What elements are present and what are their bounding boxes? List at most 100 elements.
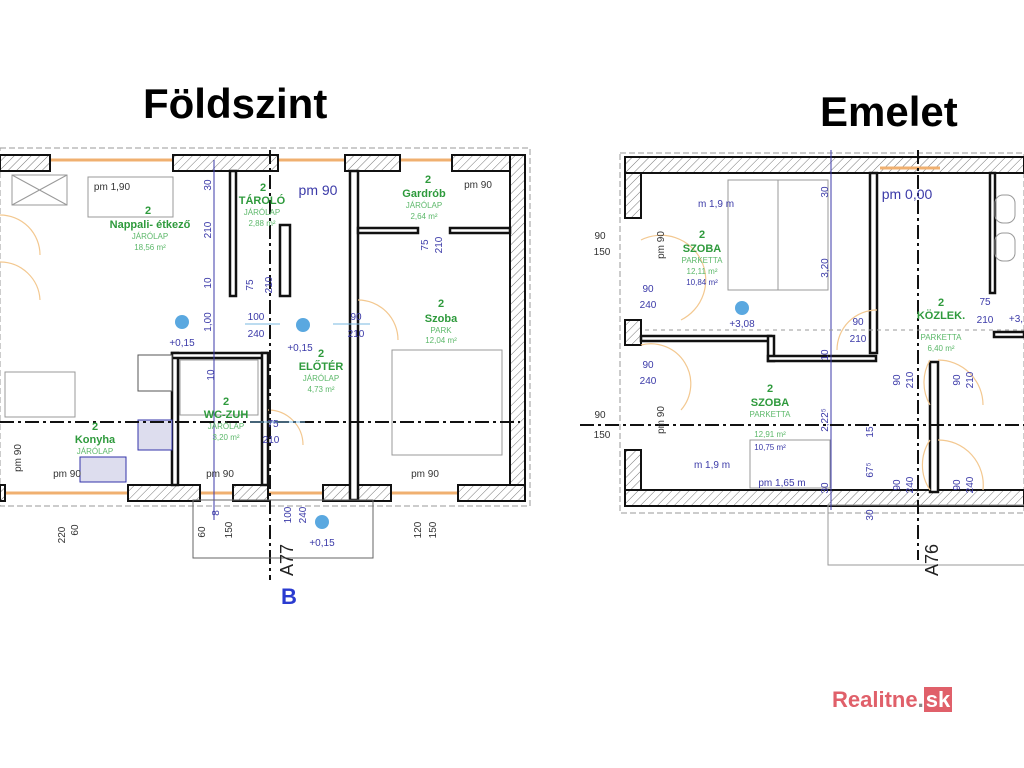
dimension: 210 xyxy=(434,236,445,253)
level-label: pm 0,00 xyxy=(882,186,933,202)
dimension: 240 xyxy=(965,476,976,493)
dimension: 240 xyxy=(248,329,265,340)
upper-floor-dimensions: m 1,9 m m 1,9 m pm 1,65 m pm 0,00 +3,08 … xyxy=(594,186,1023,576)
level-marker: +0,15 xyxy=(169,338,195,349)
logo-name: Realitne xyxy=(832,687,918,712)
room-name: Szoba xyxy=(425,313,458,325)
dimension: 75 xyxy=(420,239,431,251)
dimension: 90 xyxy=(892,374,903,386)
dimension: 150 xyxy=(428,521,439,538)
logo-tld: sk xyxy=(923,687,953,712)
axis-label: A77 xyxy=(277,544,297,576)
level-label: pm 90 xyxy=(206,469,234,480)
room-floor: JÁRÓLAP xyxy=(303,374,339,383)
dimension: 150 xyxy=(224,521,235,538)
room-floor: PARK xyxy=(430,326,452,335)
room-name: Konyha xyxy=(75,434,116,446)
room-number: 2 xyxy=(438,298,444,310)
ground-floor-room-labels: 2 Nappali- étkező JÁRÓLAP 18,56 m² 2 TÁR… xyxy=(75,174,458,456)
dimension: 90 xyxy=(594,231,606,242)
room-area: 12,11 m² xyxy=(687,267,718,276)
dimension: 10 xyxy=(206,369,217,381)
level-label: m 1,9 m xyxy=(694,460,730,471)
room-area-net: 10,75 m² xyxy=(754,443,786,452)
dimension: 90 xyxy=(952,479,963,491)
dimension: 10 xyxy=(203,277,214,289)
dimension: 75 xyxy=(267,419,279,430)
dimension: 240 xyxy=(298,506,309,523)
room-name: WC-ZUH xyxy=(204,409,249,421)
dimension: 90 xyxy=(594,410,606,421)
axis-label: A76 xyxy=(922,544,942,576)
dimension: 90 xyxy=(350,312,362,323)
room-number: 2 xyxy=(938,297,944,309)
dimension: 240 xyxy=(640,300,657,311)
dimension: 15 xyxy=(865,426,876,438)
dimension: 210 xyxy=(263,435,280,446)
level-label: pm 90 xyxy=(464,180,492,191)
dimension: 3,20 xyxy=(820,258,831,278)
room-area: 2,88 m² xyxy=(248,219,275,228)
dimension: 210 xyxy=(203,221,214,238)
room-area: 4,73 m² xyxy=(307,385,334,394)
level-label: pm 1,65 m xyxy=(758,478,805,489)
dimension: 30 xyxy=(820,186,831,198)
dimension: 60 xyxy=(197,526,208,538)
room-number: 2 xyxy=(145,205,151,217)
dimension: 210 xyxy=(905,371,916,388)
dimension: 90 xyxy=(952,374,963,386)
dimension: 8 xyxy=(211,510,222,516)
room-area: 6,40 m² xyxy=(927,344,954,353)
section-label: B xyxy=(281,584,297,609)
level-label: m 1,9 m xyxy=(698,199,734,210)
dimension: 67⁵ xyxy=(865,462,876,477)
room-name: SZOBA xyxy=(751,397,790,409)
room-floor: JÁRÓLAP xyxy=(132,232,168,241)
room-floor: PARKETTA xyxy=(681,256,723,265)
realitne-logo[interactable]: Realitne.sk xyxy=(832,687,953,713)
dimension: 100 xyxy=(283,506,294,523)
dimension: pm 90 xyxy=(656,406,667,434)
room-number: 2 xyxy=(318,348,324,360)
dimension: 75 xyxy=(245,279,256,291)
room-area: 12,04 m² xyxy=(425,336,457,345)
level-marker: +3, xyxy=(1009,314,1023,325)
room-floor: JÁRÓLAP xyxy=(244,208,280,217)
dimension: 150 xyxy=(594,430,611,441)
dimension: 60 xyxy=(70,524,81,536)
room-area: 3,20 m² xyxy=(212,433,239,442)
ground-floor-plan xyxy=(0,147,531,580)
room-name: TÁROLÓ xyxy=(239,194,286,207)
room-area: 12,91 m² xyxy=(754,430,786,439)
upper-floor-title: Emelet xyxy=(820,88,958,135)
level-label: pm 90 xyxy=(299,182,338,198)
dimension: 2,22⁵ xyxy=(820,408,831,432)
dimension: 210 xyxy=(264,276,275,293)
level-marker: +0,15 xyxy=(309,538,335,549)
ground-floor-dimensions: pm 1,90 pm 90 pm 90 pm 90 pm 90 pm 90 pm… xyxy=(13,179,492,609)
dimension: 30 xyxy=(203,179,214,191)
dimension: 90 xyxy=(852,317,864,328)
room-floor: JÁRÓLAP xyxy=(406,201,442,210)
dimension: 240 xyxy=(905,476,916,493)
dimension: 220 xyxy=(57,526,68,543)
dimension: 150 xyxy=(594,247,611,258)
room-area: 2,64 m² xyxy=(410,212,437,221)
dimension: 10 xyxy=(820,349,831,361)
logo-dot: . xyxy=(917,687,924,712)
level-label: pm 90 xyxy=(411,469,439,480)
room-number: 2 xyxy=(92,421,98,433)
dimension: 120 xyxy=(413,521,424,538)
level-label: pm 90 xyxy=(53,469,81,480)
room-name: Nappali- étkező xyxy=(110,219,191,231)
dimension: 210 xyxy=(977,315,994,326)
dimension: 210 xyxy=(965,371,976,388)
room-area-net: 10,84 m² xyxy=(686,278,718,287)
room-number: 2 xyxy=(425,174,431,186)
dimension: 1,00 xyxy=(203,312,214,332)
dimension: 210 xyxy=(850,334,867,345)
upper-floor-room-labels: 2 SZOBA PARKETTA 12,11 m² 10,84 m² 2 SZO… xyxy=(681,229,965,452)
level-label: pm 90 xyxy=(13,444,24,472)
room-name: Gardrób xyxy=(402,188,446,200)
